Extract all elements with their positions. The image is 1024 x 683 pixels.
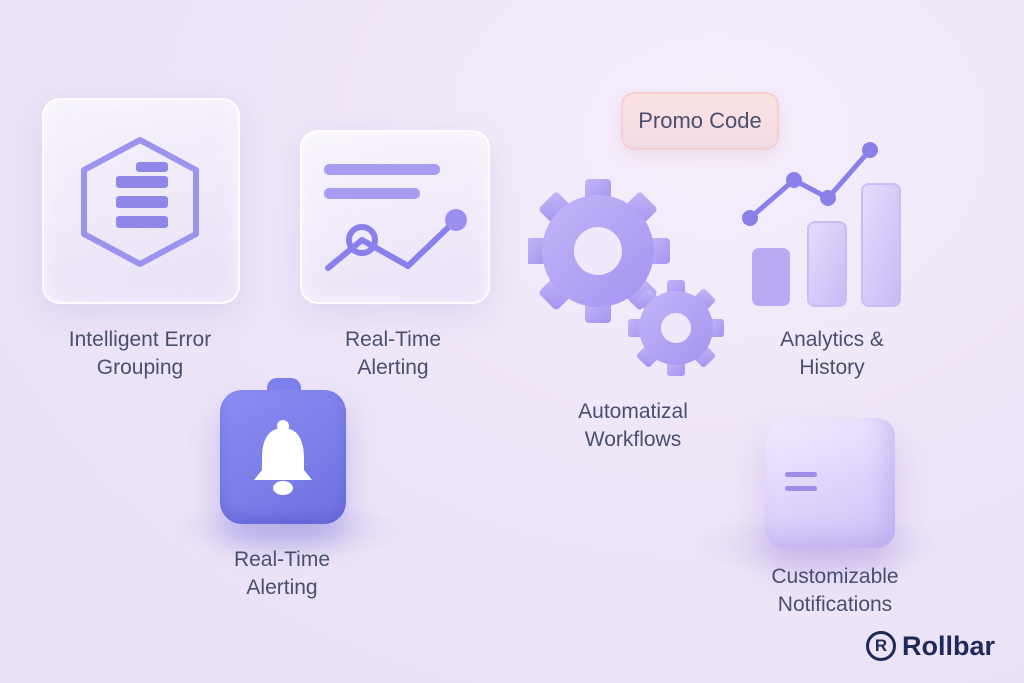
error-grouping-card[interactable] xyxy=(42,98,240,304)
alerting-bell-label-line1: Real-Time xyxy=(233,548,331,571)
cube-icon xyxy=(765,418,895,548)
error-grouping-label: Intelligent Error Grouping xyxy=(40,326,240,382)
brand-name: Rollbar xyxy=(902,630,996,661)
alerting-chart-label: Real-Time Alerting xyxy=(313,326,473,382)
analytics-label: Analytics & History xyxy=(752,326,912,382)
alerting-bell-label: Real-Time Alerting xyxy=(202,546,362,602)
notifications-label-line2: Notifications xyxy=(777,593,893,616)
promo-code-button[interactable]: Promo Code xyxy=(621,92,779,150)
workflows-label-line2: Workflows xyxy=(584,428,682,451)
alerting-chart-card[interactable] xyxy=(300,130,490,304)
rollbar-mark-icon: R xyxy=(866,631,896,661)
cube-line-1 xyxy=(785,472,817,477)
alerting-chart-label-line2: Alerting xyxy=(357,356,429,379)
workflows-label: Automatizal Workflows xyxy=(553,398,713,454)
alerting-bell-label-line2: Alerting xyxy=(246,576,318,599)
analytics-label-line2: History xyxy=(799,356,865,379)
alerting-bell-tile[interactable] xyxy=(220,390,346,524)
error-grouping-label-line2: Grouping xyxy=(96,356,184,379)
bell-icon xyxy=(254,420,312,495)
cube-line-2 xyxy=(785,486,817,491)
rollbar-logo[interactable]: R Rollbar xyxy=(866,628,995,664)
error-grouping-label-line1: Intelligent Error xyxy=(68,328,212,351)
workflows-label-line1: Automatizal xyxy=(578,400,688,423)
bar-trend-chart-icon xyxy=(742,142,901,307)
notifications-label-line1: Customizable xyxy=(771,565,899,588)
line-chart-card-icon xyxy=(324,164,467,271)
analytics-label-line1: Analytics & xyxy=(780,328,884,351)
notifications-label: Customizable Notifications xyxy=(745,563,925,619)
gears-icon xyxy=(528,179,724,376)
alerting-chart-label-line1: Real-Time xyxy=(344,328,442,351)
hexagon-list-icon xyxy=(81,137,199,267)
